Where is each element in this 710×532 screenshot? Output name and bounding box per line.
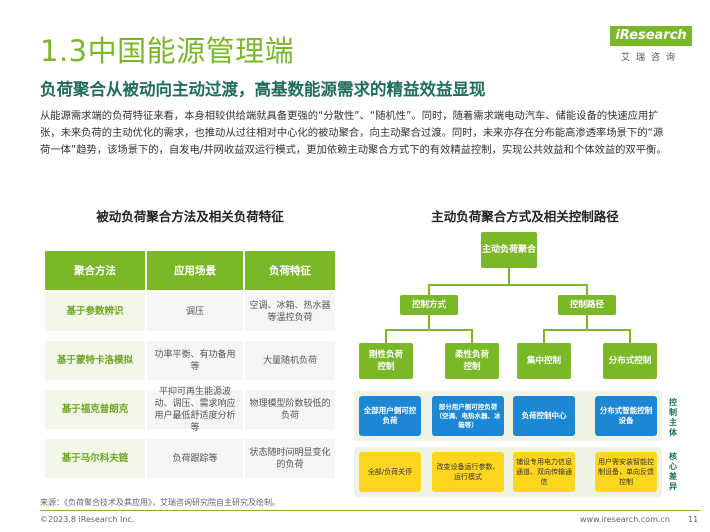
copyright-text: ©2023.8 iResearch Inc.	[40, 515, 135, 524]
node-rigid-load-control: 刚性负荷控制	[359, 343, 413, 379]
iresearch-logo: iResearch 艾瑞咨询	[610, 22, 692, 68]
left-section-title: 被动负荷聚合方法及相关负荷特征	[96, 209, 284, 224]
control-subject-box: 分布式智能控制设备	[595, 396, 657, 436]
table-cell-feature: 空调、冰箱、热水器等温控负荷	[245, 292, 335, 331]
table-cell-method: 基于福克普朗克	[45, 390, 145, 429]
connector-line	[586, 284, 588, 295]
table-header-cell: 负荷特征	[245, 251, 335, 290]
table-row: 基于福克普朗克 平抑可再生能源波动、调压、需求响应用户最低舒适度分析等 物理模型…	[45, 387, 335, 433]
node-control-path: 控制路径	[558, 295, 616, 315]
control-subject-box: 全部用户侧可控负荷	[359, 396, 421, 436]
connector-line	[629, 329, 631, 343]
core-difference-box: 改变设备运行参数、运行模式	[432, 452, 504, 492]
table-header-cell: 聚合方法	[45, 251, 145, 290]
node-control-mode: 控制方式	[400, 295, 458, 315]
table-cell-scenario: 负荷跟踪等	[147, 439, 243, 478]
website-link[interactable]: www.iresearch.com.cn	[580, 515, 670, 524]
connector-line	[471, 329, 473, 343]
connector-line	[385, 329, 387, 343]
table-header-cell: 应用场景	[147, 251, 243, 290]
right-section-title: 主动负荷聚合方式及相关控制路径	[431, 209, 619, 224]
table-cell-feature: 状态随时间明显变化的负荷	[245, 439, 335, 478]
logo-brand: iResearch	[610, 26, 692, 46]
page-number: 11	[688, 515, 699, 524]
page-subtitle: 负荷聚合从被动向主动过渡，高基数能源需求的精益效益显现	[40, 80, 486, 99]
node-flexible-load-control: 柔性负荷控制	[445, 343, 499, 379]
table-cell-scenario: 功率平衡、有功备用等	[147, 341, 243, 380]
table-row: 基于参数辨识 调压 空调、冰箱、热水器等温控负荷	[45, 292, 335, 331]
table-cell-feature: 大量随机负荷	[245, 341, 335, 380]
table-row: 基于蒙特卡洛模拟 功率平衡、有功备用等 大量随机负荷	[45, 341, 335, 380]
logo-subtext: 艾瑞咨询	[620, 53, 681, 63]
side-label-control-subject: 控制主体	[669, 398, 677, 437]
connector-line	[543, 329, 545, 343]
connector-line	[508, 268, 510, 284]
footer-divider	[40, 510, 700, 511]
node-centralized-control: 集中控制	[517, 343, 571, 379]
connector-line	[586, 315, 588, 329]
side-label-core-difference: 核心差异	[669, 452, 677, 491]
page-title: 1.3中国能源管理端	[40, 34, 295, 68]
core-difference-box: 铺设专用电力信息通道、双向传输通信	[513, 452, 575, 492]
table-cell-method: 基于蒙特卡洛模拟	[45, 341, 145, 380]
connector-line	[428, 315, 430, 329]
table-row: 基于马尔科夫链 负荷跟踪等 状态随时间明显变化的负荷	[45, 439, 335, 478]
node-distributed-control: 分布式控制	[603, 343, 657, 379]
connector-line	[428, 284, 588, 286]
source-note: 来源：《负荷聚合技术及其应用》，艾瑞咨询研究院自主研究及绘制。	[40, 498, 280, 507]
table-cell-scenario: 调压	[147, 292, 243, 331]
control-subject-box: 部分用户侧可控负荷（空调、电热水器、冰箱等）	[432, 396, 504, 436]
connector-line	[428, 284, 430, 295]
table-cell-method: 基于马尔科夫链	[45, 439, 145, 478]
core-difference-box: 用户需安装智能控制设备，单向反馈控制	[595, 452, 657, 492]
connector-line	[385, 329, 473, 331]
intro-paragraph: 从能源需求端的负荷特征来看，本身相较供给端就具备更强的“分散性”、“随机性”。同…	[40, 110, 667, 156]
table-header-row: 聚合方法 应用场景 负荷特征	[45, 251, 335, 290]
root-node-active-aggregation: 主动负荷聚合	[481, 232, 537, 268]
table-cell-scenario: 平抑可再生能源波动、调压、需求响应用户最低舒适度分析等	[147, 387, 243, 433]
table-cell-method: 基于参数辨识	[45, 292, 145, 331]
control-subject-box: 负荷控制中心	[513, 396, 575, 436]
table-cell-feature: 物理模型阶数较低的负荷	[245, 390, 335, 429]
connector-line	[543, 329, 631, 331]
core-difference-box: 全部/负荷关停	[359, 452, 421, 492]
